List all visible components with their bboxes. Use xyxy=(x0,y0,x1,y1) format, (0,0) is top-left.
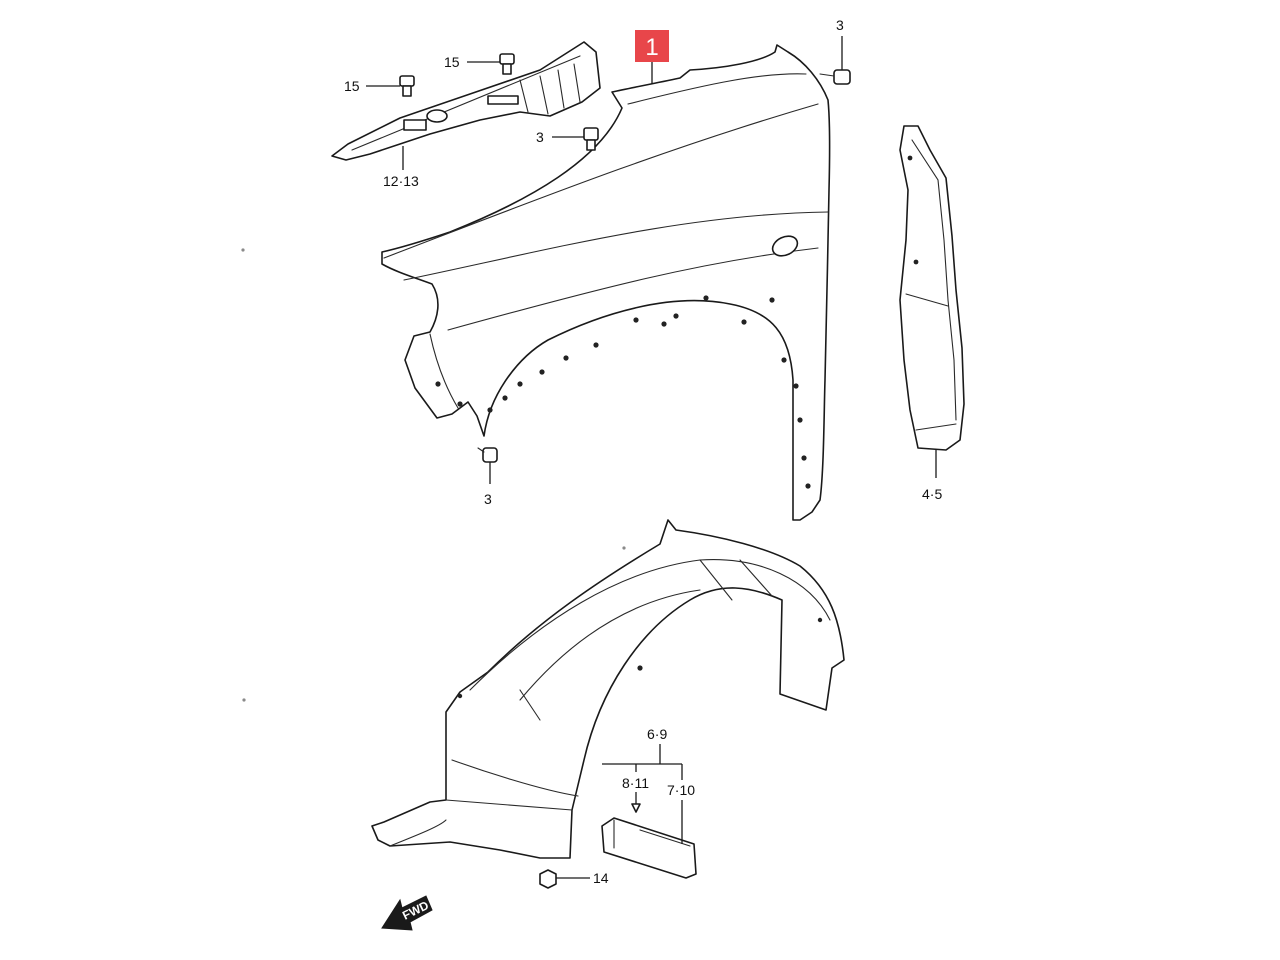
callout-15-upper: 15 xyxy=(444,54,460,70)
callout-4-5: 4·5 xyxy=(922,486,942,502)
part-1-callout[interactable]: 1 xyxy=(635,30,669,84)
clip-15-upper[interactable]: 15 xyxy=(444,53,515,75)
callout-3-top-right: 3 xyxy=(836,17,844,33)
callout-7-10: 7·10 xyxy=(667,782,695,798)
liner-callout-tree: 6·9 7·10 xyxy=(602,726,695,844)
inner-fender-liner[interactable] xyxy=(371,519,845,859)
front-fender[interactable] xyxy=(381,44,831,521)
callout-3-bottom: 3 xyxy=(484,491,492,507)
callout-8-11: 8·11 xyxy=(622,775,649,791)
callout-12-13: 12·13 xyxy=(383,173,419,189)
bolt-3-mid[interactable]: 3 xyxy=(536,127,599,151)
bolt-3-bottom[interactable]: 3 xyxy=(477,447,498,507)
bolt-3-top-right[interactable]: 3 xyxy=(819,17,851,85)
clip-8-11[interactable]: 8·11 xyxy=(622,775,649,813)
nut-14[interactable]: 14 xyxy=(539,869,609,889)
part-1-number: 1 xyxy=(645,34,658,61)
clip-15-left[interactable]: 15 xyxy=(344,75,415,97)
callout-3-mid: 3 xyxy=(536,129,544,145)
scan-dots xyxy=(241,248,626,702)
fender-stay[interactable]: 4·5 xyxy=(899,125,965,502)
callout-14: 14 xyxy=(593,870,609,886)
seal-12-13-callout: 12·13 xyxy=(383,146,419,189)
forward-arrow: FWD xyxy=(381,895,433,931)
cowl-side-seal[interactable] xyxy=(331,41,601,161)
callout-15-left: 15 xyxy=(344,78,360,94)
fender-mounting-holes xyxy=(435,295,811,489)
callout-6-9: 6·9 xyxy=(647,726,667,742)
